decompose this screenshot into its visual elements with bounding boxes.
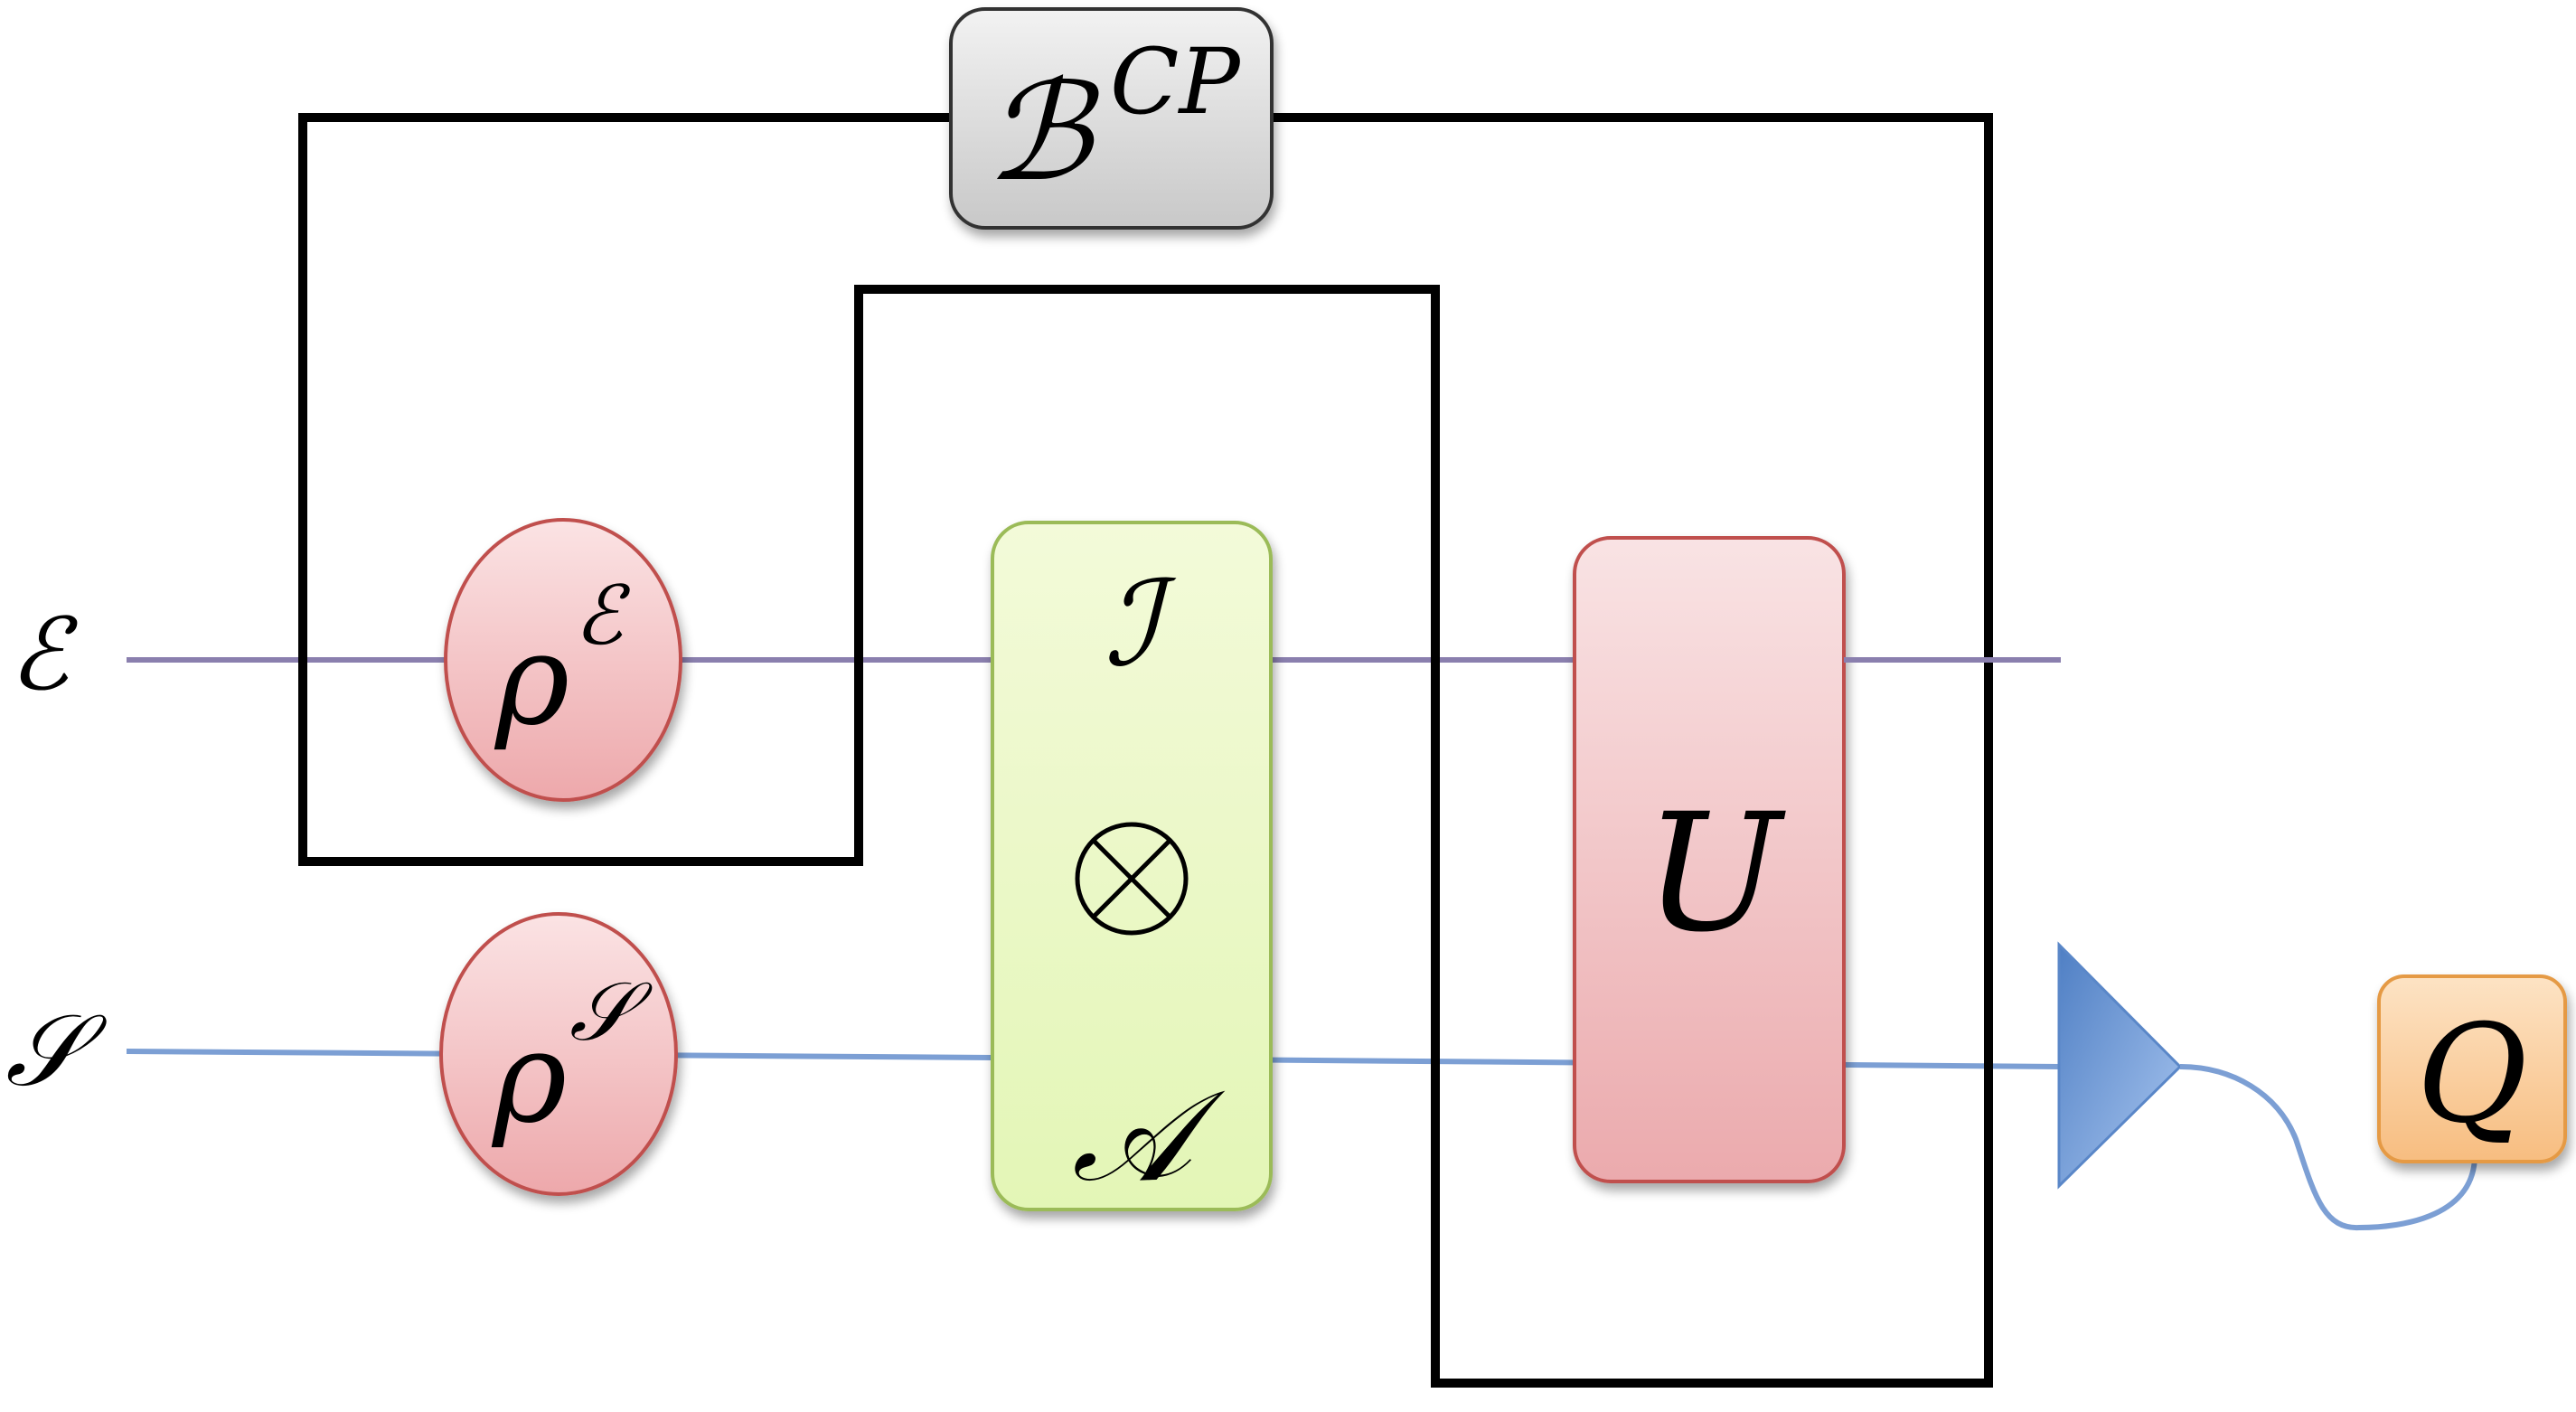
- rho-system-state: [439, 912, 678, 1196]
- instrument-box: [991, 521, 1273, 1211]
- process-tensor-base: ℬ: [985, 54, 1100, 212]
- measurement-box: [2377, 974, 2567, 1163]
- rho-environment-base: ρ: [494, 607, 569, 754]
- rho-environment-state: [444, 518, 682, 802]
- detector-icon: [2057, 941, 2183, 1190]
- process-tensor-box: [949, 7, 1274, 230]
- measurement-cable: [2179, 1064, 2478, 1231]
- rho-system-base: ρ: [491, 1004, 567, 1152]
- measurement-label: Q: [2417, 996, 2528, 1153]
- unitary-box: [1573, 536, 1846, 1183]
- environment-label: ℰ: [9, 597, 79, 712]
- process-tensor-superscript: CP: [1110, 29, 1242, 135]
- unitary-label: U: [1644, 779, 1786, 968]
- system-label: 𝒮: [5, 993, 108, 1108]
- outer-comb-bracket: [298, 113, 1993, 1388]
- tensor-product-icon: [1075, 822, 1189, 936]
- rho-environment-superscript: ℰ: [574, 569, 631, 664]
